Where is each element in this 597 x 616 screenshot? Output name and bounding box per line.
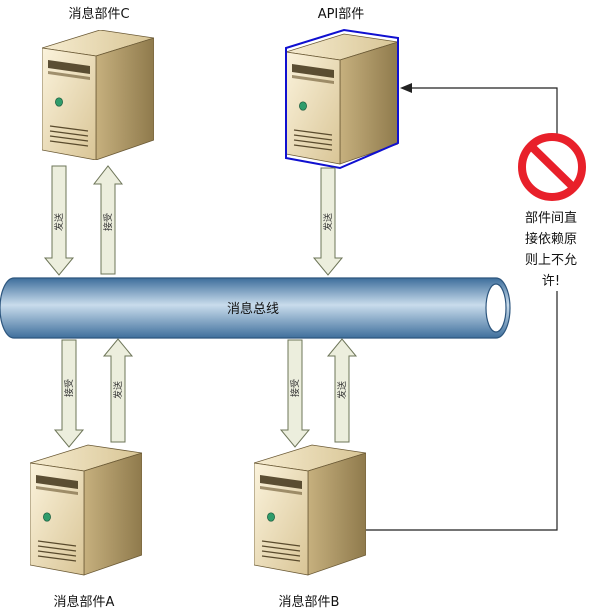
direct-dependency-connector [366, 83, 558, 531]
server-b [254, 444, 366, 576]
arrow-b-recv: 接受 [279, 339, 311, 448]
prohibited-icon [518, 133, 592, 208]
arrow-b-send-label: 发送 [336, 381, 348, 399]
server-c [42, 30, 154, 160]
server-a-label: 消息部件A [54, 594, 115, 610]
arrow-api-send-label: 发送 [322, 213, 334, 231]
arrow-b-recv-label: 接受 [289, 379, 301, 397]
bus-end-cap [485, 283, 507, 333]
warning-line-3: 则上不允 [525, 252, 577, 268]
server-c-label: 消息部件C [68, 6, 129, 22]
warning-line-1: 部件间直 [525, 211, 577, 226]
warning-line-2: 接依赖原 [525, 231, 577, 247]
arrow-c-recv: 接受 [92, 165, 124, 275]
arrow-a-recv: 接受 [53, 339, 85, 448]
arrow-a-send: 发送 [102, 338, 134, 443]
connector-arrowhead [400, 83, 412, 93]
arrow-c-recv-label: 接受 [102, 213, 114, 231]
arrow-c-send: 发送 [43, 165, 75, 276]
api-server-outline [285, 28, 399, 170]
arrow-a-send-label: 发送 [112, 381, 124, 399]
warning-line-4: 许! [542, 274, 560, 289]
arrow-a-recv-label: 接受 [63, 379, 75, 397]
server-api-label: API部件 [318, 7, 365, 22]
warning-text: 部件间直 接依赖原 则上不允 许! [520, 205, 594, 291]
arrow-api-send: 发送 [312, 167, 344, 276]
server-api [285, 28, 399, 170]
server-a [30, 444, 142, 576]
bus-label: 消息总线 [227, 301, 279, 317]
message-bus: 消息总线 [0, 277, 511, 339]
arrow-b-send: 发送 [326, 338, 358, 443]
arrow-c-send-label: 发送 [53, 213, 65, 231]
server-b-label: 消息部件B [279, 594, 340, 610]
